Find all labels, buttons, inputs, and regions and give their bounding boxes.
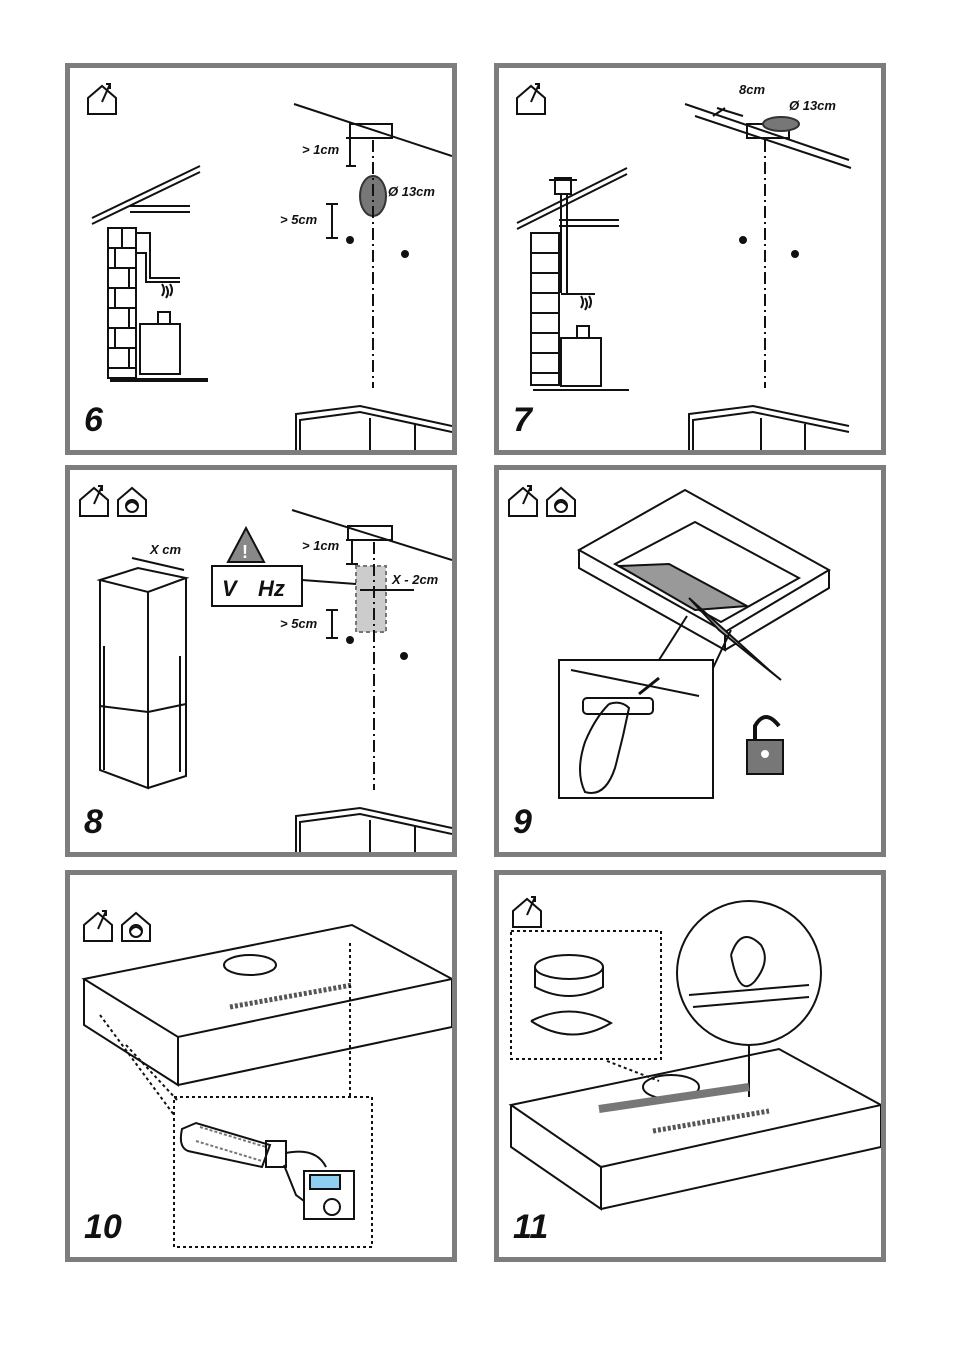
- diameter-label: Ø 13cm: [789, 98, 836, 113]
- gap-side-label: > 5cm: [280, 212, 318, 227]
- duct-out-icon: [87, 83, 117, 115]
- step-number: 6: [84, 401, 103, 439]
- panel-step-11: 11: [494, 870, 886, 1262]
- duct-out-icon: [512, 896, 542, 928]
- svg-text:!: !: [242, 542, 248, 562]
- recirculation-icon: [546, 486, 576, 517]
- step-number: 7: [513, 401, 532, 439]
- panel-step-9: 9: [494, 465, 886, 857]
- panel-step-8: ! V Hz X cm > 1cm X - 2cm > 5cm 8: [65, 465, 457, 857]
- panel-step-6: > 1cm Ø 13cm > 5cm 6: [65, 63, 457, 455]
- panel-step-7: 8cm Ø 13cm 7: [494, 63, 886, 455]
- duct-out-icon: [516, 83, 546, 115]
- offset-label: 8cm: [739, 82, 765, 97]
- filter-release-diagram: [508, 485, 832, 799]
- chimney-measurement-diagram: ! V Hz X cm > 1cm X - 2cm > 5cm: [79, 485, 452, 852]
- panel-step-10: 10: [65, 870, 457, 1262]
- offset-label: X - 2cm: [391, 572, 439, 587]
- gap-top-label: > 1cm: [302, 142, 340, 157]
- cable-connection-diagram: [81, 910, 452, 1248]
- duct-out-icon: [83, 910, 113, 942]
- recirculation-icon: [117, 486, 147, 517]
- duct-out-roof-diagram: 8cm Ø 13cm: [516, 82, 852, 450]
- step-number: 8: [84, 803, 103, 841]
- duct-out-icon: [79, 485, 109, 517]
- diameter-label: Ø 13cm: [388, 184, 435, 199]
- voltage-label: V: [222, 576, 239, 601]
- duct-out-icon: [508, 485, 538, 517]
- duct-out-installation-diagram: > 1cm Ø 13cm > 5cm: [87, 83, 452, 450]
- step-number: 11: [513, 1208, 549, 1246]
- step-number: 10: [84, 1208, 122, 1246]
- gap-side-label: > 5cm: [280, 616, 318, 631]
- recirculation-icon: [121, 911, 151, 942]
- step-number: 9: [513, 803, 532, 841]
- gap-top-label: > 1cm: [302, 538, 340, 553]
- width-label: X cm: [149, 542, 182, 557]
- duct-seal-diagram: [508, 896, 881, 1211]
- frequency-label: Hz: [258, 576, 285, 601]
